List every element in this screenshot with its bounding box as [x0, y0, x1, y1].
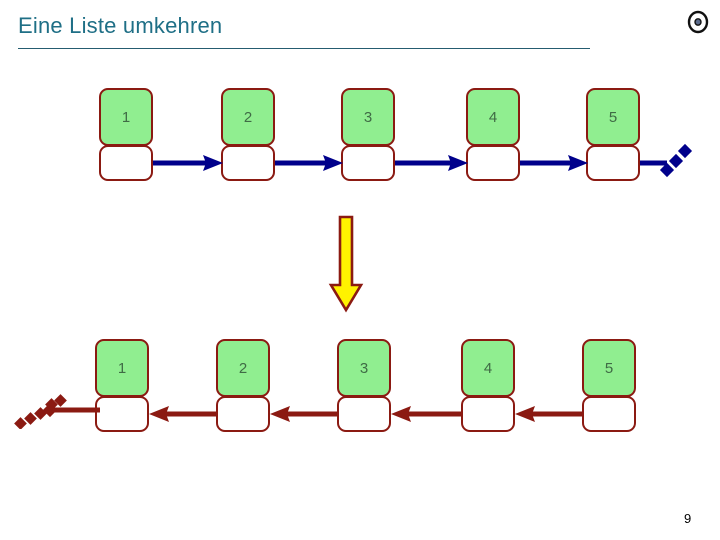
node-pointer-cell [99, 145, 153, 181]
node-pointer-cell [337, 396, 391, 432]
node-pointer-cell [461, 396, 515, 432]
link-arrow-left [515, 404, 584, 424]
node-value: 1 [95, 339, 149, 397]
link-arrow-right [395, 153, 468, 173]
disc-icon [686, 10, 710, 34]
node-value: 2 [221, 88, 275, 146]
node-pointer-cell [582, 396, 636, 432]
node-value: 5 [586, 88, 640, 146]
link-arrow-right [520, 153, 588, 173]
node-pointer-cell [586, 145, 640, 181]
node-value: 3 [337, 339, 391, 397]
node-value: 2 [216, 339, 270, 397]
page-number: 9 [684, 511, 692, 526]
node-value: 3 [341, 88, 395, 146]
link-arrow-right [275, 153, 343, 173]
page-title: Eine Liste umkehren [18, 13, 223, 38]
node-value: 4 [466, 88, 520, 146]
node-pointer-cell [216, 396, 270, 432]
node-value: 4 [461, 339, 515, 397]
slide-header: Eine Liste umkehren [0, 0, 720, 58]
node-pointer-cell [466, 145, 520, 181]
link-arrow-left [391, 404, 463, 424]
node-value: 5 [582, 339, 636, 397]
null-terminator-icon [640, 136, 700, 178]
null-terminator-icon [14, 387, 100, 429]
node-pointer-cell [341, 145, 395, 181]
node-value: 1 [99, 88, 153, 146]
link-arrow-left [149, 404, 218, 424]
node-pointer-cell [221, 145, 275, 181]
title-divider [18, 48, 590, 49]
reverse-transform-arrow [328, 215, 364, 313]
link-arrow-right [153, 153, 223, 173]
link-arrow-left [270, 404, 339, 424]
node-pointer-cell [95, 396, 149, 432]
